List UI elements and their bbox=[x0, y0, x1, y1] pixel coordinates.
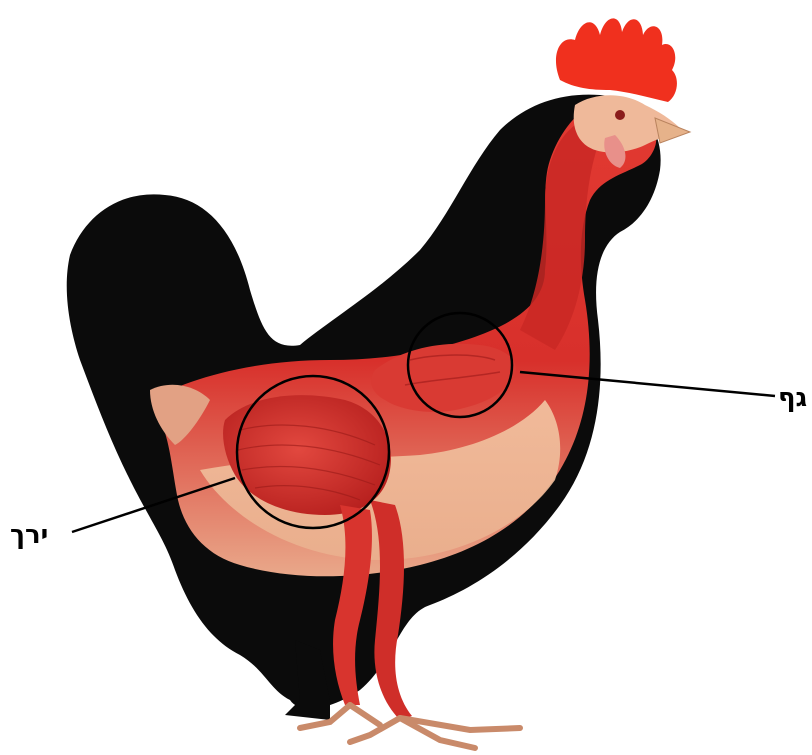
comb bbox=[556, 18, 677, 102]
wing-label: גף bbox=[778, 383, 807, 413]
thigh-label: ירך bbox=[10, 520, 48, 550]
feet bbox=[300, 705, 520, 748]
eye bbox=[615, 110, 625, 120]
